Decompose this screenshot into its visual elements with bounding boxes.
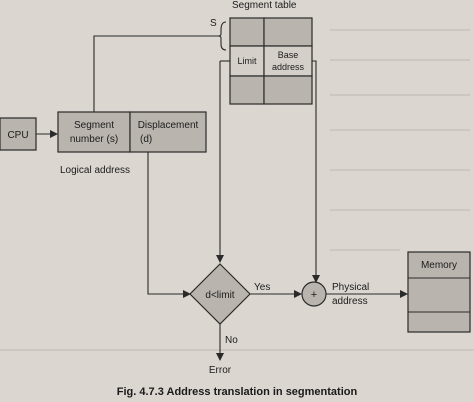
segment-table-brace: [217, 21, 227, 51]
displacement-line2: (d): [140, 134, 152, 145]
base-address-line1: Base: [278, 50, 299, 60]
figure-caption: Fig. 4.7.3 Address translation in segmen…: [117, 386, 358, 398]
segment-number-box: [57, 111, 131, 153]
compare-label: d<limit: [205, 290, 234, 301]
yes-label: Yes: [254, 282, 270, 293]
physical-address-line2: address: [332, 296, 368, 307]
segment-table-marker: S: [210, 18, 217, 29]
physical-address-line1: Physical: [332, 282, 369, 293]
background-ghost-text: [0, 29, 474, 351]
memory-label: Memory: [421, 260, 457, 271]
limit-label: Limit: [237, 56, 257, 66]
segment-table-title: Segment table: [232, 0, 297, 11]
base-to-adder-arrow: [312, 60, 320, 283]
displacement-to-compare-arrow: [147, 152, 191, 298]
cpu-label: CPU: [7, 130, 28, 141]
no-label: No: [225, 335, 238, 346]
error-label: Error: [209, 365, 232, 376]
displacement-line1: Displacement: [138, 120, 199, 131]
adder-symbol: +: [311, 289, 317, 301]
memory-box: [407, 251, 471, 333]
segment-number-line2: number (s): [70, 134, 118, 145]
segment-number-line1: Segment: [74, 120, 114, 131]
displacement-box: [129, 111, 207, 153]
base-address-line2: address: [272, 62, 305, 72]
logical-address-label: Logical address: [60, 165, 130, 176]
segment-table: [229, 17, 313, 105]
segment-number-line: [93, 35, 218, 112]
